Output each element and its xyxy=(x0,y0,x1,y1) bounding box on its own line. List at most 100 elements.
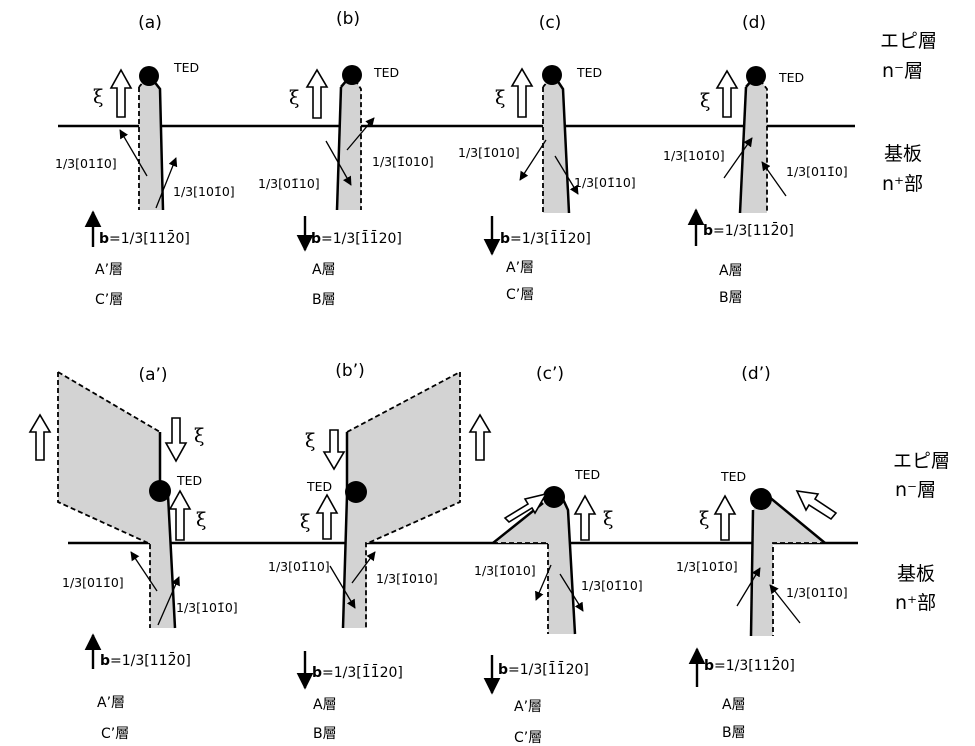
panel-d-prime-label: (d’) xyxy=(741,364,770,384)
ted-dot xyxy=(342,65,362,85)
panel-c-prime-dislocation-strip xyxy=(493,495,575,634)
epi-layer-label: エピ層 xyxy=(880,30,937,52)
burgers-vector: b=1/3[112̄0] xyxy=(704,656,795,674)
xi-direction-arrow-2 xyxy=(315,493,339,540)
xi-symbol: ξ xyxy=(700,90,710,112)
layer-label-1: A層 xyxy=(722,697,746,713)
burgers-direction-arrow xyxy=(503,492,548,524)
panel-a-prime-expanded-loop xyxy=(58,372,160,543)
panel-d-dislocation-strip xyxy=(740,80,767,213)
panel-b-prime: (b’) TED ξ ξ 1/3[01̄10] 1/3[1̄010] b=1/3… xyxy=(268,361,492,742)
ted-label: TED xyxy=(720,469,746,484)
ted-dot xyxy=(542,65,562,85)
partial-vector-1: 1/3[011̄0] xyxy=(62,575,124,590)
layer-label-1: A’層 xyxy=(506,260,534,276)
panel-c: (c) TED ξ 1/3[1̄010] 1/3[01̄10] b=1/3[1̄… xyxy=(458,13,636,303)
n-plus-label: n⁺部 xyxy=(882,173,923,195)
ted-dot xyxy=(345,481,367,503)
layer-label-1: A層 xyxy=(719,263,743,279)
xi-symbol-2: ξ xyxy=(196,509,206,531)
panel-a-prime: (a’) TED ξ ξ 1/3[011̄0] 1/3[101̄0] b=1/3… xyxy=(28,365,238,742)
layer-label-2: B層 xyxy=(312,292,336,308)
ted-label: TED xyxy=(576,65,602,80)
ted-dot xyxy=(746,66,766,86)
n-plus-label-2: n⁺部 xyxy=(895,592,936,614)
xi-symbol: ξ xyxy=(305,430,315,452)
ted-label: TED xyxy=(173,60,199,75)
burgers-vector: b=1/3[1̄1̄20] xyxy=(311,229,402,247)
partial-vector-2: 1/3[011̄0] xyxy=(786,164,848,179)
xi-symbol-2: ξ xyxy=(300,511,310,533)
panel-c-label: (c) xyxy=(539,13,562,33)
panel-d-prime: (d’) TED ξ 1/3[101̄0] 1/3[011̄0] b=1/3[1… xyxy=(676,364,848,741)
partial-vector-2: 1/3[101̄0] xyxy=(173,184,235,199)
panel-a: (a) TED ξ 1/3[011̄0] 1/3[101̄0] b=1/3[11… xyxy=(55,13,235,308)
partial-vector-2: 1/3[1̄010] xyxy=(372,154,434,169)
layer-label-1: A層 xyxy=(312,262,336,278)
layer-label-2: C’層 xyxy=(95,292,123,308)
n-minus-label: n⁻層 xyxy=(882,60,923,82)
layer-label-2: B層 xyxy=(719,290,743,306)
xi-direction-arrow xyxy=(713,494,737,541)
substrate-label: 基板 xyxy=(884,143,922,165)
layer-label-2: B層 xyxy=(722,725,746,741)
partial-vector-1: 1/3[01̄10] xyxy=(268,559,330,574)
layer-label-1: A’層 xyxy=(95,262,123,278)
ted-dot xyxy=(543,486,565,508)
layer-label-2: C’層 xyxy=(506,287,534,303)
partial-vector-1: 1/3[101̄0] xyxy=(663,148,725,163)
partial-vector-2: 1/3[1̄010] xyxy=(376,571,438,586)
panel-b-label: (b) xyxy=(336,9,360,29)
epi-layer-label-2: エピ層 xyxy=(893,450,950,472)
layer-label-2: B層 xyxy=(313,726,337,742)
partial-vector-1: 1/3[1̄010] xyxy=(474,563,536,578)
panel-b: (b) TED ξ 1/3[01̄10] 1/3[1̄010] b=1/3[1̄… xyxy=(258,9,434,308)
burgers-direction-arrow xyxy=(795,489,838,521)
partial-vector-1: 1/3[01̄10] xyxy=(258,176,320,191)
panel-d: (d) TED ξ 1/3[101̄0] 1/3[011̄0] b=1/3[11… xyxy=(663,13,848,306)
panel-a-prime-label: (a’) xyxy=(138,365,167,385)
xi-direction-arrow xyxy=(715,69,739,118)
xi-symbol: ξ xyxy=(495,87,505,109)
partial-vector-2: 1/3[011̄0] xyxy=(786,585,848,600)
xi-direction-arrow-2 xyxy=(168,489,192,541)
xi-direction-arrow xyxy=(305,68,329,119)
partial-vector-1: 1/3[101̄0] xyxy=(676,559,738,574)
xi-direction-arrow xyxy=(164,417,188,463)
ted-dot xyxy=(149,480,171,502)
partial-vector-1: 1/3[011̄0] xyxy=(55,156,117,171)
layer-label-1: A’層 xyxy=(514,699,542,715)
xi-symbol: ξ xyxy=(603,508,613,530)
partial-vector-2: 1/3[01̄10] xyxy=(574,175,636,190)
burgers-vector: b=1/3[112̄0] xyxy=(99,229,190,247)
panel-d-label: (d) xyxy=(742,13,766,33)
partial-vector-2: 1/3[01̄10] xyxy=(581,578,643,593)
layer-label-1: A層 xyxy=(313,697,337,713)
panel-c-dislocation-strip xyxy=(543,80,569,213)
xi-symbol: ξ xyxy=(289,87,299,109)
xi-symbol: ξ xyxy=(699,508,709,530)
xi-symbol: ξ xyxy=(194,425,204,447)
burgers-vector: b=1/3[1̄1̄20] xyxy=(500,229,591,247)
burgers-vector: b=1/3[112̄0] xyxy=(100,651,191,669)
ted-label: TED xyxy=(306,479,332,494)
xi-direction-arrow xyxy=(109,68,133,118)
layer-label-1: A’層 xyxy=(97,695,125,711)
side-labels: エピ層 n⁻層 基板 n⁺部 エピ層 n⁻層 基板 n⁺部 xyxy=(880,30,950,614)
panel-b-prime-expanded-loop xyxy=(347,372,460,543)
panel-a-label: (a) xyxy=(138,13,162,33)
burgers-vector: b=1/3[1̄1̄20] xyxy=(312,663,403,681)
burgers-vector: b=1/3[1̄1̄20] xyxy=(498,660,589,678)
xi-direction-arrow xyxy=(573,494,597,541)
panel-d-prime-dislocation-strip xyxy=(751,495,825,636)
burgers-direction-arrow xyxy=(468,413,492,461)
ted-dot xyxy=(139,66,159,86)
panel-a-dislocation-strip xyxy=(139,80,163,210)
partial-vector-1: 1/3[1̄010] xyxy=(458,145,520,160)
ted-label: TED xyxy=(778,70,804,85)
xi-direction-arrow xyxy=(322,429,346,471)
n-minus-label-2: n⁻層 xyxy=(895,479,936,501)
ted-label: TED xyxy=(574,467,600,482)
layer-label-2: C’層 xyxy=(514,730,542,746)
